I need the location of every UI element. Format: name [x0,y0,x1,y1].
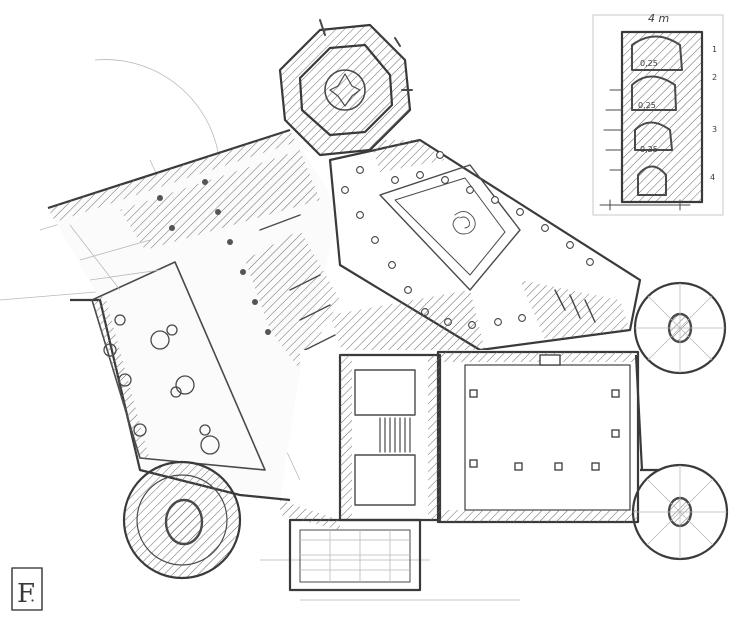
stair-treads [379,417,411,453]
south-west-tower [122,460,242,580]
south-block [280,350,640,592]
section-level-1: 1 [712,45,717,54]
court-piers [469,354,620,471]
east-curtain-wall [634,354,660,472]
section-height-2: 0,25 [638,101,656,110]
signature-mark: · [30,591,35,610]
section-level-4: 4 [710,173,715,182]
east-tower-upper [633,281,727,375]
signature-letter: F [17,579,35,609]
signature-monogram: F · [11,567,43,611]
section-height-3: 0,25 [640,145,658,154]
section-level-3: 3 [712,125,717,134]
garden-shrubs [103,314,220,455]
section-scale-label: 4 m [648,12,669,25]
central-hall [328,138,642,360]
west-colonnade [157,179,271,335]
section-level-2: 2 [712,73,717,82]
section-height-1: 0,25 [640,59,658,68]
east-tower-lower [631,463,729,561]
north-tower [278,19,413,157]
west-wing [47,128,340,502]
section-inset: 4 m 1 2 3 4 0,25 0,25 0,25 [592,12,724,216]
